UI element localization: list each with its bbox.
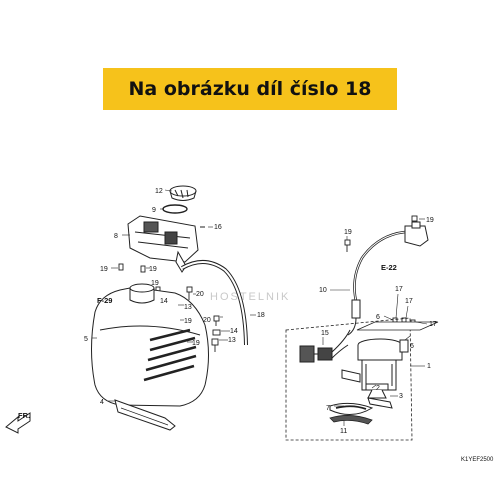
callout-19f: 19 xyxy=(151,280,159,287)
callout-3: 3 xyxy=(399,393,403,400)
callout-15: 15 xyxy=(321,330,329,337)
filler-housing-part xyxy=(127,215,205,273)
callout-18: 18 xyxy=(257,312,265,319)
callout-9: 9 xyxy=(152,207,156,214)
callout-19-right: 19 xyxy=(344,229,352,236)
lock-ring-part xyxy=(329,415,373,425)
callout-13a: 13 xyxy=(184,304,192,311)
callout-17a: 17 xyxy=(395,286,403,293)
fuel-pump-part xyxy=(329,338,409,391)
callout-17b: 17 xyxy=(405,298,413,305)
callout-16: 16 xyxy=(214,224,222,231)
callout-1: 1 xyxy=(427,363,431,370)
callout-6b: 6 xyxy=(410,343,414,350)
part-number-banner: Na obrázku díl číslo 18 xyxy=(103,68,397,110)
front-label: FR. xyxy=(18,411,30,420)
callout-19b: 19 xyxy=(149,266,157,273)
ref-e22: E-22 xyxy=(381,263,397,272)
leader-lines-left xyxy=(92,189,256,402)
fuel-tank-part xyxy=(91,283,209,407)
callout-20b: 20 xyxy=(203,317,211,324)
callout-19d: 19 xyxy=(192,340,200,347)
ref-f29: F-29 xyxy=(97,296,112,305)
filler-gasket-part xyxy=(162,204,188,214)
callout-numbers: 12 9 8 16 19 19 19 20 14 13 19 20 14 13 … xyxy=(84,188,437,435)
watermark-text: HOSTELNIK xyxy=(210,291,290,303)
fuel-filter-part xyxy=(365,383,393,409)
callout-19c: 19 xyxy=(184,318,192,325)
callout-19e: 19 xyxy=(426,217,434,224)
level-sender-part xyxy=(299,329,351,363)
callout-14a: 14 xyxy=(160,298,168,305)
fuel-line-part xyxy=(347,221,429,336)
callout-13b: 13 xyxy=(228,337,236,344)
banner-text: Na obrázku díl číslo 18 xyxy=(128,78,372,100)
callout-17c: 17 xyxy=(429,321,437,328)
callout-10: 10 xyxy=(319,287,327,294)
callout-2: 2 xyxy=(376,385,380,392)
callout-8: 8 xyxy=(114,233,118,240)
tank-protector-part xyxy=(114,399,176,431)
callout-5: 5 xyxy=(84,336,88,343)
diagram-code: K1YEF2500 xyxy=(461,457,494,463)
callout-19a: 19 xyxy=(100,266,108,273)
callout-14b: 14 xyxy=(230,328,238,335)
front-direction-arrow: FR. xyxy=(5,411,31,434)
filler-cap-part xyxy=(169,185,197,201)
callout-12: 12 xyxy=(155,188,163,195)
callout-7: 7 xyxy=(326,405,330,412)
callout-4: 4 xyxy=(100,399,104,406)
callout-20a: 20 xyxy=(196,291,204,298)
callout-11: 11 xyxy=(340,428,347,435)
leader-lines-right xyxy=(322,218,428,426)
callout-6a: 6 xyxy=(376,314,380,321)
